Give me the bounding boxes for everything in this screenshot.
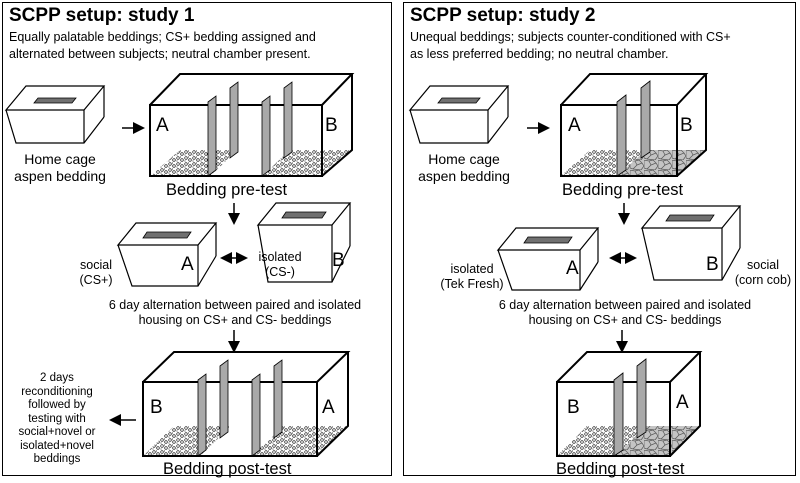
study2-social-caption: social (corn cob) xyxy=(734,258,792,287)
study2-pretest-label-b: B xyxy=(680,115,693,136)
study2-isolated-cage xyxy=(496,227,600,291)
study1-panel: SCPP setup: study 1 Equally palatable be… xyxy=(2,2,392,476)
study1-isolated-caption: isolated (CS-) xyxy=(258,250,302,279)
study2-pretest-caption: Bedding pre-test xyxy=(562,181,684,199)
study2-isolated-letter: A xyxy=(566,258,579,279)
study1-posttest-label-right: A xyxy=(322,397,335,418)
study1-title: SCPP setup: study 1 xyxy=(9,5,195,26)
study2-pretest-label-a: A xyxy=(568,115,581,136)
study1-recondition-note: 2 days reconditioning followed by testin… xyxy=(18,372,96,465)
study1-posttest-box xyxy=(142,351,351,457)
study2-home-cage xyxy=(408,85,510,144)
study1-home-cage-caption: Home cage aspen bedding xyxy=(14,151,106,184)
study1-social-cage xyxy=(116,222,218,287)
study1-pretest-label-b: B xyxy=(325,115,338,136)
study1-description: Equally palatable beddings; CS+ bedding … xyxy=(9,30,316,61)
study1-pretest-label-a: A xyxy=(156,115,169,136)
study1-isolated-letter: B xyxy=(332,250,345,271)
study1-posttest-label-left: B xyxy=(150,397,163,418)
study2-alternation-text: 6 day alternation between paired and iso… xyxy=(498,298,752,327)
study2-pretest-box xyxy=(560,73,709,177)
study2-social-letter: B xyxy=(706,254,719,275)
study2-description: Unequal beddings; subjects counter-condi… xyxy=(410,30,731,61)
study1-alternation-text: 6 day alternation between paired and iso… xyxy=(108,298,362,327)
study2-home-cage-caption: Home cage aspen bedding xyxy=(418,151,510,184)
study2-posttest-box xyxy=(556,351,703,457)
study1-home-cage xyxy=(4,85,106,144)
study1-pretest-box xyxy=(149,73,355,177)
study2-posttest-label-left: B xyxy=(567,397,580,418)
study1-isolated-cage xyxy=(256,202,352,283)
study1-social-letter: A xyxy=(181,254,194,275)
study2-social-cage xyxy=(640,205,742,281)
study1-pretest-caption: Bedding pre-test xyxy=(166,181,288,199)
study2-title: SCPP setup: study 2 xyxy=(410,5,596,26)
study1-social-caption: social (CS+) xyxy=(79,258,113,287)
study2-isolated-caption: isolated (Tek Fresh) xyxy=(440,262,504,291)
study2-posttest-caption: Bedding post-test xyxy=(556,460,685,478)
study2-panel: SCPP setup: study 2 Unequal beddings; su… xyxy=(403,2,796,476)
study1-posttest-caption: Bedding post-test xyxy=(163,460,292,478)
study2-posttest-label-right: A xyxy=(676,392,689,413)
